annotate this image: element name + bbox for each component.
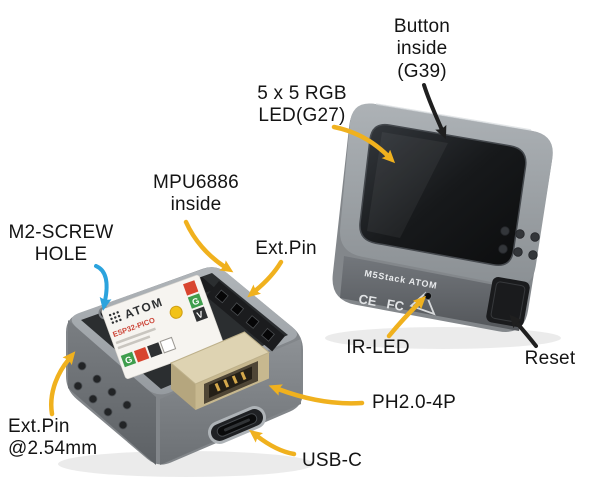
label-button-inside: Button inside (G39) [393,16,451,82]
label-m2-screw-hole: M2-SCREW HOLE [8,222,114,266]
ext-pin-254-holes [73,361,132,430]
arrow-rgb-led [331,124,396,164]
label-ir-led: IR-LED [346,337,410,358]
device-top-view: M5Stack ATOM CE FC [332,103,553,332]
shadow-right-device [325,327,561,349]
pin-box-dark [192,306,208,322]
pin-label: V [195,309,204,320]
pin-box-red [183,280,199,296]
label-mpu6886: MPU6886 inside [153,172,239,216]
label-ph-connector: PH2.0-4P [372,392,456,413]
ext-pin-header-right [206,281,285,352]
sticker-fineprint-line [115,327,156,345]
ir-led-hole [423,291,433,301]
arrow-mpu6886 [183,219,234,273]
arrow-button-inside [422,83,447,140]
ph2-pins [214,371,247,392]
arrow-usb-c [249,429,297,457]
device-bottom-view: ATOM ESP32-PICO G V G [66,267,303,465]
program-button-dot [169,305,183,319]
arrow-ph2 [268,384,365,406]
arrow-ir-led [386,295,427,339]
arrow-reset [509,314,538,348]
pin-box-green [120,351,137,368]
usb-c-port [208,406,266,444]
sticker-fineprint-line [117,335,151,350]
ph2-connector [170,331,270,410]
arrow-ext-pin [247,259,284,298]
pin-label: G [191,296,201,308]
pin-box-red [133,347,150,363]
pin-box-outline [159,336,177,354]
top-view-front-face [340,256,526,331]
label-ext-pin: Ext.Pin [255,238,317,259]
label-rgb-led: 5 x 5 RGB LED(G27) [257,83,347,127]
label-usb-c: USB-C [301,450,363,471]
led-matrix-panel [359,123,527,267]
pin-label: G [124,354,134,366]
ph2-top [170,331,270,385]
ph2-side [171,363,196,410]
annotation-arrows [49,83,538,457]
pcb-sticker: ATOM ESP32-PICO G V G [101,274,224,379]
arrow-m2-screw [94,264,112,311]
pin-box-dark [147,342,163,358]
arrow-ext-pin-254 [49,351,76,417]
pin-box-green [187,293,204,309]
side-header-holes [498,226,540,260]
reset-button [486,277,530,327]
top-edge-highlight [375,103,532,131]
label-ext-pin-pitch: Ext.Pin @2.54mm [8,416,98,460]
atom-logo-grid-icon [108,311,122,324]
fcc-mark: FC [385,296,405,314]
label-reset: Reset [524,348,576,369]
ce-mark: CE [357,291,378,309]
shadow-left-device [58,451,314,477]
